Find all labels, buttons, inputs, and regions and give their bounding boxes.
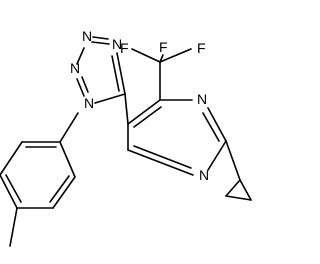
trifluoromethyl-group [131, 48, 192, 101]
bond-tz-n1-n2-double [92, 36, 109, 40]
bond-cp-2-3 [225, 195, 252, 201]
bond-tol-4-5 [0, 174, 18, 209]
bond-tol-2-3 [52, 176, 76, 209]
bond-tol-1-2 [59, 141, 76, 178]
bond-tol-4-5-double [5, 174, 22, 203]
bond-tz-c5-n1-double [111, 55, 120, 92]
atom-label-n-tetrazole-right: N [112, 36, 122, 52]
bond-py-n1-c6-double [133, 145, 192, 169]
atom-label-n-tetrazole-top: N [82, 28, 92, 44]
bond-tz-to-pyrimidine [124, 93, 129, 125]
bond-py-c2-n1 [207, 140, 227, 171]
tetrazole-ring [76, 36, 126, 104]
molecule-structure-diagram: N N N N N N F F F [0, 28, 252, 247]
bond-py-n3-c2-double [202, 112, 220, 142]
atom-label-n-pyrimidine-bottom: N [199, 167, 209, 183]
bond-tol-methyl [9, 207, 18, 247]
bond-cf3-f-center [159, 54, 164, 63]
bond-cp-1-2 [225, 179, 241, 197]
bond-py-n1-c6 [127, 149, 194, 176]
atom-label-f-center: F [159, 39, 168, 55]
bond-c2-cyclopropyl [225, 140, 241, 181]
bond-py-c5-c4 [127, 99, 161, 125]
p-tolyl-group [0, 112, 79, 247]
bond-tz-n2-n3 [76, 47, 85, 65]
bond-tz-n3-n4 [76, 78, 85, 97]
bond-cp-3-1 [239, 179, 252, 201]
bond-cf3-f-right [159, 48, 192, 63]
bond-cf3-f-left [131, 48, 161, 63]
bond-tz-c5-n1 [116, 52, 126, 95]
atom-label-n-tetrazole-left: N [70, 60, 80, 76]
bond-tol-5-6 [0, 141, 23, 176]
bond-tz-n4-c5 [94, 93, 126, 104]
bond-tz-n-to-tolyl [59, 112, 79, 143]
bond-py-c5-c4-double [133, 106, 162, 128]
pyrimidine-ring [124, 93, 227, 176]
atom-label-f-right: F [197, 40, 206, 56]
atom-labels: N N N N N N F F F [70, 28, 209, 183]
atom-label-n-pyrimidine-top: N [197, 91, 207, 107]
atom-label-n-tetrazole-bottom: N [84, 95, 94, 111]
atom-label-f-left: F [120, 40, 129, 56]
bond-tz-n3-n4-double [81, 76, 89, 93]
bond-tol-2-3-double [49, 175, 70, 203]
bond-tz-n1-n2 [91, 41, 110, 45]
cyclopropyl-group [225, 140, 252, 201]
bond-py-n3-c2 [207, 107, 227, 142]
